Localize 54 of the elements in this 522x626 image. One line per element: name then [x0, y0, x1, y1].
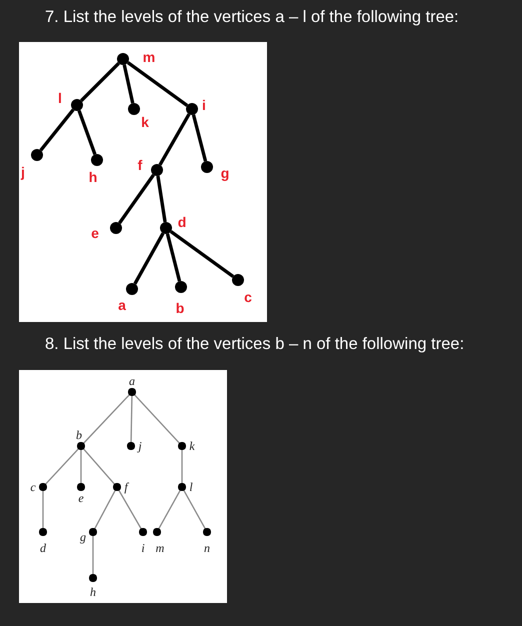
tree-edge — [42, 490, 44, 528]
tree-edge — [183, 490, 206, 530]
tree-edge — [118, 490, 142, 530]
tree-edge — [80, 62, 120, 102]
vertex-label: d — [39, 540, 47, 556]
vertex-label: a — [117, 297, 127, 313]
tree-edge — [170, 230, 234, 278]
vertex-label: i — [201, 97, 207, 113]
vertex-label: b — [75, 427, 83, 443]
vertex-label: j — [20, 164, 26, 180]
vertex-label: k — [188, 438, 196, 454]
tree-edge — [134, 394, 180, 444]
vertex-label: c — [243, 289, 253, 305]
tree-edge — [158, 490, 181, 530]
vertex-label: j — [136, 438, 143, 454]
vertex-label: c — [29, 479, 37, 495]
tree-edge — [80, 450, 82, 484]
tree-edge — [181, 450, 183, 484]
tree-edge — [166, 233, 182, 282]
question-text: 7. List the levels of the vertices a – l of the following tree: — [45, 8, 459, 27]
vertex-label: m — [154, 540, 166, 556]
vertex-label: f — [136, 157, 144, 173]
vertex-label: f — [123, 479, 130, 495]
tree-edge — [126, 61, 188, 107]
vertex-label: l — [188, 479, 194, 495]
vertex-label: h — [89, 584, 97, 600]
tree-edge — [122, 64, 134, 104]
tree-edge — [130, 396, 133, 442]
vertex-label: g — [79, 528, 87, 545]
tree-edge — [82, 448, 116, 485]
question-text: 8. List the levels of the vertices b – n of the following tree: — [45, 335, 464, 354]
vertex-label: g — [220, 165, 230, 181]
vertex-label: k — [140, 114, 150, 130]
vertex-label: i — [140, 540, 146, 556]
vertex-label: m — [142, 49, 156, 65]
vertex-label: a — [128, 373, 136, 389]
vertex-label: n — [203, 540, 211, 556]
vertex-label: h — [88, 169, 98, 185]
tree-edge — [83, 394, 130, 444]
tree-edge — [118, 174, 155, 224]
tree-edge — [133, 232, 165, 285]
vertex-label: e — [90, 225, 100, 241]
tree-edge — [158, 113, 190, 166]
tree-edge — [39, 108, 75, 152]
tree-edge — [44, 448, 80, 485]
tree-edge — [92, 536, 94, 574]
tree-edge — [192, 114, 208, 162]
tree-edge — [94, 490, 116, 530]
vertex-label: e — [77, 490, 85, 506]
vertex-label: b — [174, 300, 186, 316]
vertex-label: l — [57, 90, 63, 106]
tree-edge — [156, 176, 167, 222]
vertex-label: d — [176, 214, 188, 230]
tree-edge — [77, 110, 97, 155]
